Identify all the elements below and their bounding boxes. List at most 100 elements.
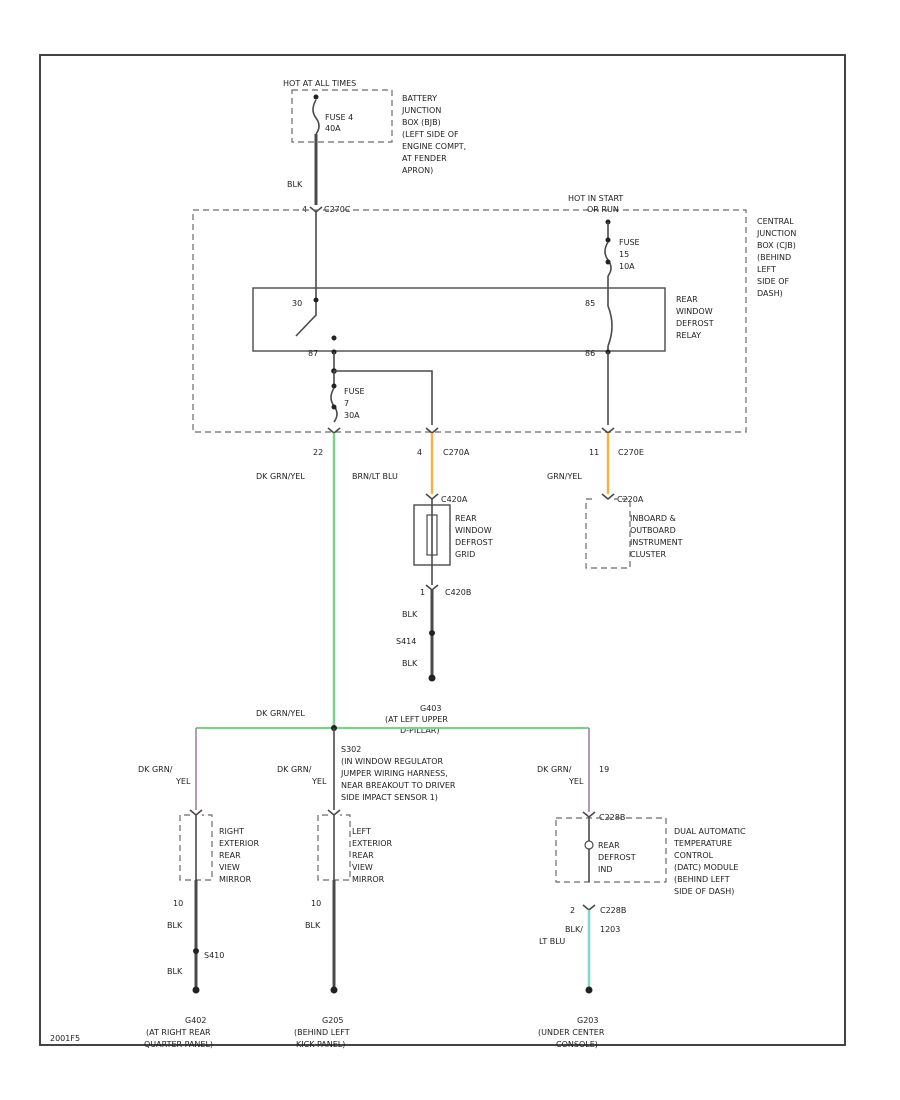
grid-label-line: REAR	[455, 514, 477, 523]
relay-switch-pivot	[331, 335, 337, 341]
datc-label-line: TEMPERATURE	[673, 839, 732, 848]
fuse-15-bottom-dot	[605, 259, 611, 265]
right-mirror-connector	[189, 809, 203, 817]
c270e-pin-11-connector	[601, 427, 615, 435]
cjb-label-line: LEFT	[757, 265, 776, 274]
relay-pin-87: 87	[308, 349, 318, 358]
grid-feed-wire-internal	[334, 370, 433, 425]
s302-line: NEAR BREAKOUT TO DRIVER	[341, 781, 456, 790]
g203-label: G203 (UNDER CENTER CONSOLE)	[538, 1016, 605, 1049]
c228b-bottom-label: C228B	[600, 906, 626, 915]
grid-label-line: WINDOW	[455, 526, 492, 535]
c220a-connector	[601, 493, 615, 501]
cjb-label: CENTRAL JUNCTION BOX (CJB) (BEHIND LEFT …	[756, 217, 796, 298]
branch-mid-label: DK GRN/ YEL	[277, 765, 327, 786]
g203-line: CONSOLE)	[556, 1040, 598, 1049]
bjb-label-line: JUNCTION	[401, 106, 441, 115]
bjb-label-line: BOX (BJB)	[402, 118, 441, 127]
s302-line: S302	[341, 745, 361, 754]
fuse-4-label: FUSE 4 40A	[325, 113, 353, 133]
g403-line: D-PILLAR)	[400, 726, 439, 735]
blk-mid1-label: BLK	[402, 610, 418, 619]
blk-lt-blu-label: BLK/ LT BLU	[539, 925, 583, 946]
s302-line: (IN WINDOW REGULATOR	[341, 757, 444, 766]
fuse-7-line: 7	[344, 399, 349, 408]
fuse-15-line: 15	[619, 250, 629, 259]
right-mirror-line: RIGHT	[219, 827, 244, 836]
c228b-top-connector	[582, 811, 596, 819]
relay-label-line: REAR	[676, 295, 698, 304]
right-mirror-line: VIEW	[219, 863, 240, 872]
c220a-label: C220A	[617, 495, 644, 504]
s302-line: SIDE IMPACT SENSOR 1)	[341, 793, 438, 802]
relay-switch-contact	[295, 302, 317, 337]
right-mirror-line: MIRROR	[219, 875, 252, 884]
relay-pin-30: 30	[292, 299, 302, 308]
cjb-label-line: CENTRAL	[757, 217, 794, 226]
grid-label-line: DEFROST	[455, 538, 493, 547]
diagram-code: 2001F5	[50, 1034, 80, 1043]
c420a-connector	[425, 493, 439, 501]
fuse-7-label: FUSE 7 30A	[344, 387, 365, 420]
c228b-bottom-connector	[582, 904, 596, 912]
ground-g203-symbol	[585, 986, 593, 994]
dk-grn-yel-label-2: DK GRN/YEL	[256, 709, 305, 718]
fuse-4-name: FUSE 4	[325, 113, 353, 122]
pin-22-label: 22	[313, 448, 323, 457]
fuse-7-line: 30A	[344, 411, 360, 420]
branch-label-line: DK GRN/	[138, 765, 173, 774]
s410-label: S410	[204, 951, 224, 960]
left-mirror-line: LEFT	[352, 827, 371, 836]
bjb-label-line: APRON)	[402, 166, 433, 175]
g403-line: (AT LEFT UPPER	[385, 715, 448, 724]
left-mirror-label: LEFT EXTERIOR REAR VIEW MIRROR	[352, 827, 393, 884]
relay-pin-30-dot	[313, 297, 319, 303]
ground-g402-symbol	[192, 986, 200, 994]
circuit-1203-label: 1203	[600, 925, 620, 934]
ind-label-line: DEFROST	[598, 853, 636, 862]
relay-pin-86: 86	[585, 349, 595, 358]
blk-l1-label: BLK	[167, 921, 183, 930]
relay-coil	[607, 300, 613, 347]
pin-19-label: 19	[599, 765, 609, 774]
datc-label-line: (DATC) MODULE	[674, 863, 738, 872]
pin-10b-label: 10	[311, 899, 321, 908]
datc-dashed-outline	[555, 817, 667, 883]
branch-left-label: DK GRN/ YEL	[138, 765, 191, 786]
hot-run-line: HOT IN START	[568, 194, 623, 203]
fuse-4-rating: 40A	[325, 124, 341, 133]
blk-top-label: BLK	[287, 180, 303, 189]
g402-line: (AT RIGHT REAR	[146, 1028, 211, 1037]
g203-line: (UNDER CENTER	[538, 1028, 605, 1037]
cjb-dashed-outline	[192, 209, 747, 433]
cjb-label-line: DASH)	[757, 289, 783, 298]
datc-label-line: DUAL AUTOMATIC	[674, 827, 746, 836]
right-mirror-line: EXTERIOR	[219, 839, 260, 848]
left-mirror-connector	[327, 809, 341, 817]
hot-at-all-times-label: HOT AT ALL TIMES	[283, 79, 356, 88]
relay-label-line: DEFROST	[676, 319, 714, 328]
grid-label-line: GRID	[455, 550, 475, 559]
pin-4-label: 4	[417, 448, 422, 457]
blk-mid2-label: BLK	[402, 659, 418, 668]
c420b-label: C420B	[445, 588, 471, 597]
rear-defrost-ind-label: REAR DEFROST IND	[598, 841, 636, 874]
blk-l2-label: BLK	[167, 967, 183, 976]
g205-line: (BEHIND LEFT	[294, 1028, 350, 1037]
g403-label: G403 (AT LEFT UPPER D-PILLAR)	[385, 704, 448, 735]
hot-run-line: OR RUN	[587, 205, 619, 214]
cluster-label-line: CLUSTER	[630, 550, 667, 559]
branch-right-label: DK GRN/ YEL	[537, 765, 584, 786]
bjb-label-line: BATTERY	[402, 94, 437, 103]
ind-label-line: REAR	[598, 841, 620, 850]
cjb-label-line: (BEHIND	[757, 253, 791, 262]
splice-s414	[429, 630, 435, 636]
ground-g205-symbol	[330, 986, 338, 994]
cjb-label-line: SIDE OF	[757, 277, 789, 286]
g403-line: G403	[420, 704, 441, 713]
relay-label: REAR WINDOW DEFROST RELAY	[676, 295, 714, 340]
grn-yel-label: GRN/YEL	[547, 472, 582, 481]
hot-in-start-run-label: HOT IN START OR RUN	[568, 194, 623, 214]
right-mirror-line: REAR	[219, 851, 241, 860]
